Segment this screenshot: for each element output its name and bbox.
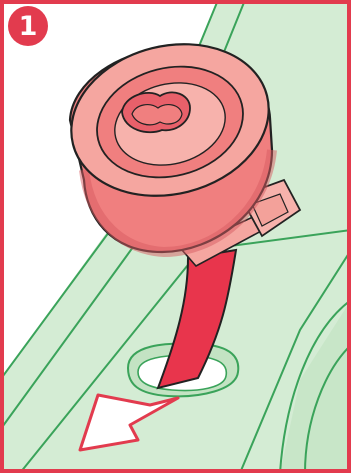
cap-center-knob xyxy=(122,92,190,132)
step-number-badge: 1 xyxy=(8,6,48,46)
